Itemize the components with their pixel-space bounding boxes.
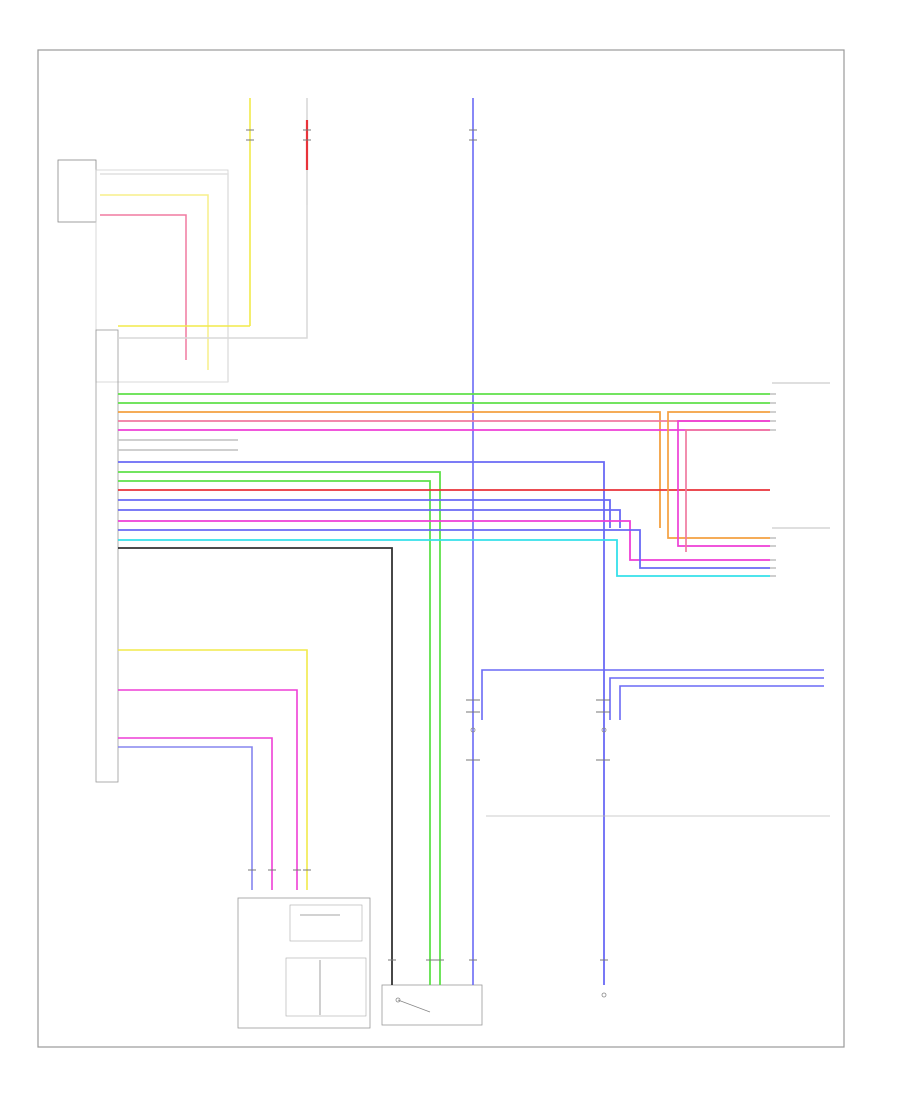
diagram-border: [37, 49, 845, 1048]
motor-wires: [118, 649, 308, 890]
seat-motor-box: [237, 897, 371, 1029]
seat-switch-box: [381, 984, 483, 1026]
memory-switch-wires: [100, 173, 308, 382]
memory-switch-box: [57, 159, 97, 223]
return-wires: [667, 411, 770, 552]
main-harness-wires: [118, 393, 770, 985]
seat-motor-inner-2: [285, 957, 367, 1017]
top-feed-wires: [249, 98, 474, 985]
blue-feed-wires: [481, 669, 824, 720]
connector-ticks: [246, 129, 610, 961]
seat-motor-inner-1: [289, 904, 363, 942]
switch-symbols: [300, 727, 607, 1015]
right-connector-pins: [770, 393, 776, 577]
power-seat-ecu-box[interactable]: [95, 329, 119, 783]
